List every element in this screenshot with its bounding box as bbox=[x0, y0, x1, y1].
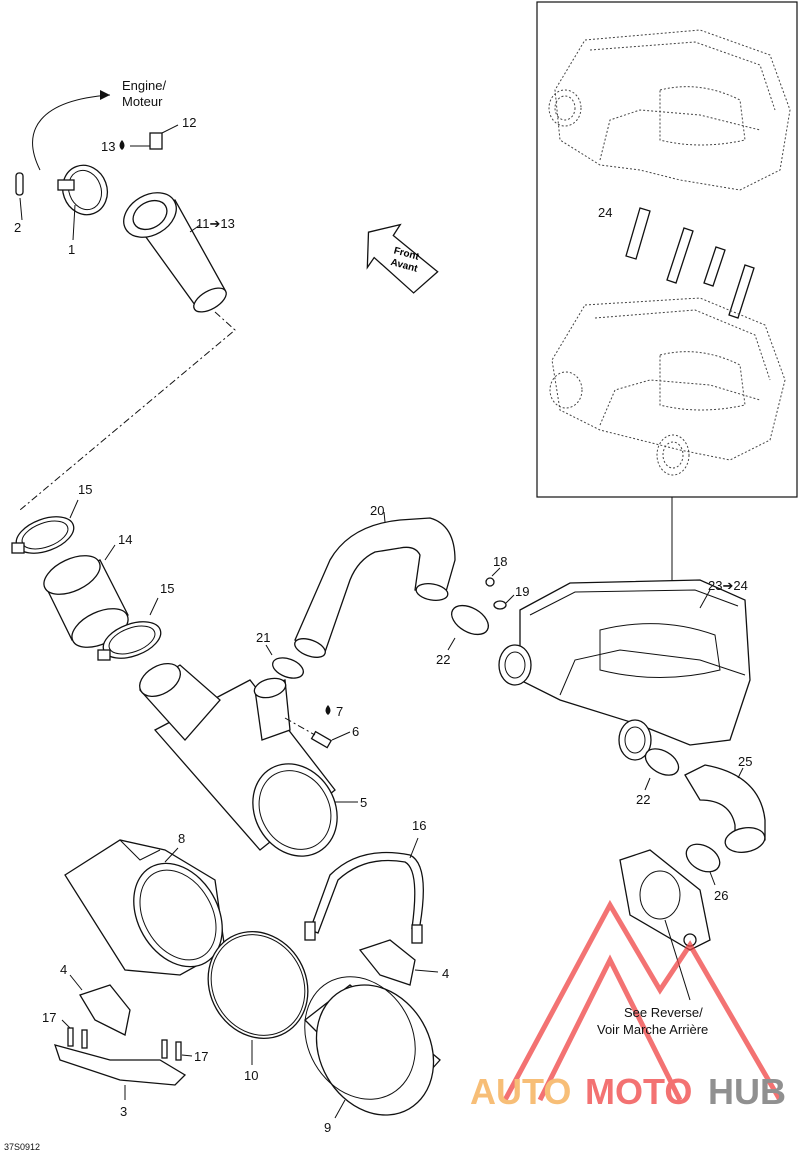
engine-label-en: Engine/ bbox=[122, 78, 166, 93]
callout-15-lower: 15 bbox=[160, 581, 174, 596]
callout-9: 9 bbox=[324, 1120, 331, 1135]
thread-locker-13-icon bbox=[119, 140, 150, 150]
callout-22-upper: 22 bbox=[436, 652, 450, 667]
heat-shield-8 bbox=[64, 839, 226, 976]
clip-4-left bbox=[69, 974, 131, 1036]
callout-12: 12 bbox=[182, 115, 196, 130]
callout-2: 2 bbox=[14, 220, 21, 235]
callout-7: 7 bbox=[336, 704, 343, 719]
sensor-6 bbox=[284, 717, 351, 749]
callout-16: 16 bbox=[412, 818, 426, 833]
callout-15-upper: 15 bbox=[78, 482, 92, 497]
drawing-code: 37S0912 bbox=[4, 1142, 40, 1152]
thread-locker-7-icon bbox=[325, 705, 331, 715]
clamp-15-lower bbox=[97, 621, 162, 661]
hose-20 bbox=[294, 511, 456, 658]
watermark-moto: MOTO bbox=[585, 1071, 692, 1112]
callout-10: 10 bbox=[244, 1068, 258, 1083]
clamp-21 bbox=[265, 644, 304, 679]
callout-13: 13 bbox=[101, 139, 115, 154]
watermark-hub: HUB bbox=[708, 1071, 786, 1112]
callout-14: 14 bbox=[118, 532, 132, 547]
callout-25: 25 bbox=[738, 754, 752, 769]
exhaust-flange-plate bbox=[619, 849, 711, 1001]
callout-4-left: 4 bbox=[60, 962, 67, 977]
engine-direction-arrow bbox=[32, 90, 111, 171]
see-reverse-en: See Reverse/ bbox=[624, 1005, 703, 1020]
screw-18 bbox=[485, 567, 501, 587]
bracket-3 bbox=[53, 1044, 187, 1100]
fitting-12 bbox=[149, 124, 179, 150]
callout-1: 1 bbox=[68, 242, 75, 257]
callout-8: 8 bbox=[178, 831, 185, 846]
coupler-14 bbox=[43, 555, 129, 648]
callout-23: 23➔24 bbox=[708, 578, 748, 593]
callout-24: 24 bbox=[598, 205, 612, 220]
callout-18: 18 bbox=[493, 554, 507, 569]
front-direction-arrow bbox=[366, 223, 439, 294]
see-reverse-fr: Voir Marche Arrière bbox=[597, 1022, 708, 1037]
air-box-23 bbox=[498, 579, 751, 761]
callout-3: 3 bbox=[120, 1104, 127, 1119]
watermark-auto: AUTO bbox=[470, 1071, 571, 1112]
clamp-1 bbox=[57, 164, 109, 216]
sleeve-2 bbox=[15, 172, 24, 196]
clamp-22-lower bbox=[644, 748, 680, 791]
engine-label-fr: Moteur bbox=[122, 94, 163, 109]
callout-22-lower: 22 bbox=[636, 792, 650, 807]
callout-17-left: 17 bbox=[42, 1010, 56, 1025]
callout-20: 20 bbox=[370, 503, 384, 518]
muffler-5 bbox=[138, 662, 358, 857]
canister-9 bbox=[304, 976, 441, 1119]
callout-19: 19 bbox=[515, 584, 529, 599]
clamp-26 bbox=[685, 843, 721, 886]
hose-25 bbox=[684, 764, 766, 853]
inset-airbox-detail bbox=[536, 1, 798, 632]
callout-6: 6 bbox=[352, 724, 359, 739]
callout-17-right: 17 bbox=[194, 1049, 208, 1064]
callout-26: 26 bbox=[714, 888, 728, 903]
callout-21: 21 bbox=[256, 630, 270, 645]
automotohub-watermark: AUTO MOTO HUB bbox=[470, 899, 786, 1112]
clip-4-right bbox=[358, 939, 439, 986]
adaptor-11 bbox=[123, 192, 227, 313]
clamp-15-upper bbox=[11, 516, 75, 554]
strap-16 bbox=[304, 837, 424, 944]
callout-5: 5 bbox=[360, 795, 367, 810]
washer-19 bbox=[493, 594, 515, 610]
clamp-22-upper bbox=[447, 604, 489, 651]
callout-4-right: 4 bbox=[442, 966, 449, 981]
callout-11: 11➔13 bbox=[196, 216, 235, 231]
screws-17 bbox=[61, 1019, 193, 1061]
band-10 bbox=[207, 931, 309, 1065]
